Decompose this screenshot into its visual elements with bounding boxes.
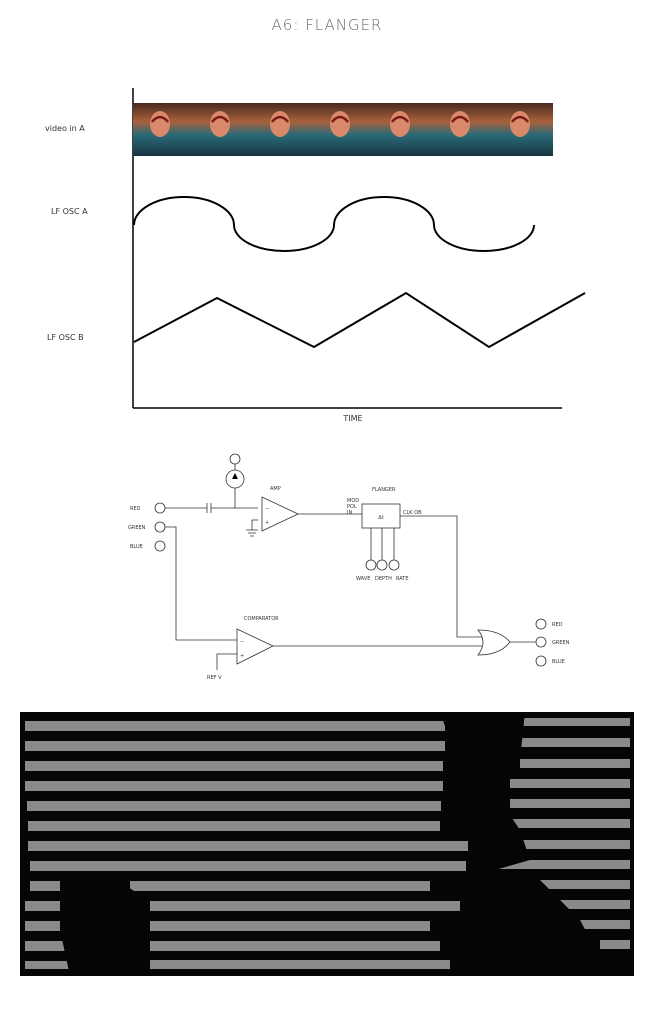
depth-knob[interactable]	[376, 559, 388, 571]
output-image	[20, 712, 634, 976]
potentiometer-arrow-icon	[232, 473, 238, 479]
output-blue-label: BLUE	[552, 659, 565, 665]
silhouette-shadow	[60, 875, 150, 976]
video-frame	[373, 103, 433, 156]
output-green-jack[interactable]	[535, 636, 547, 648]
ref-v-label: REF V	[207, 675, 222, 681]
wave-knob-label: WAVE	[356, 576, 370, 582]
amp-opamp	[261, 496, 299, 532]
flanger-label: FLANGER	[372, 487, 396, 493]
schematic: RED GREEN BLUE AMP − + FLANGER Δt MOD PO…	[128, 453, 570, 681]
input-blue-label: BLUE	[130, 544, 143, 550]
output-image-stripes	[25, 718, 630, 969]
input-blue-jack[interactable]	[154, 540, 166, 552]
output-green-label: GREEN	[552, 640, 570, 646]
depth-knob-label: DEPTH	[375, 576, 392, 582]
flanger-delta-t: Δt	[378, 515, 383, 521]
comparator-minus: −	[240, 639, 244, 645]
input-red-jack[interactable]	[154, 502, 166, 514]
comparator-label: COMPARATOR	[244, 616, 279, 622]
flanger-in-in: IN	[347, 510, 352, 516]
flanger-in-mod: MOD	[347, 498, 359, 504]
bias-knob-jack[interactable]	[229, 453, 241, 465]
row-label-lfo-b: LF OSC B	[47, 333, 84, 342]
amp-label: AMP	[270, 486, 281, 492]
amp-minus: −	[265, 506, 269, 512]
output-blue-jack[interactable]	[535, 655, 547, 667]
flanger-in-pol: POL	[347, 504, 357, 510]
output-red-label: RED	[552, 622, 563, 628]
video-frame	[433, 103, 493, 156]
video-frame	[133, 103, 193, 156]
input-green-label: GREEN	[128, 525, 146, 531]
flanger-out-label: CLK OB	[403, 510, 422, 516]
video-frame	[193, 103, 253, 156]
video-frame	[313, 103, 373, 156]
amp-plus: +	[265, 520, 269, 526]
wave-knob[interactable]	[365, 559, 377, 571]
video-frame	[253, 103, 313, 156]
x-axis-label: TIME	[342, 414, 362, 423]
comparator-plus: +	[240, 653, 244, 659]
comparator-opamp	[236, 628, 274, 665]
output-red-jack[interactable]	[535, 618, 547, 630]
row-label-video: video in A	[45, 124, 85, 133]
lfo-a-waveform	[133, 196, 535, 252]
silhouette-shadow	[455, 870, 610, 976]
input-red-label: RED	[130, 506, 141, 512]
row-label-lfo-a: LF OSC A	[51, 207, 88, 216]
video-frame-strip	[133, 103, 553, 156]
input-green-jack[interactable]	[154, 521, 166, 533]
rate-knob-label: RATE	[396, 576, 409, 582]
video-frame	[493, 103, 553, 156]
silhouette-figure	[440, 712, 530, 870]
ground-icon	[246, 519, 258, 537]
or-gate	[477, 629, 511, 656]
lfo-b-waveform	[133, 291, 586, 349]
rate-knob[interactable]	[388, 559, 400, 571]
page-title: A6: FLANGER	[271, 16, 383, 34]
timing-diagram: video in A LF OSC A LF OSC B TIME	[45, 88, 586, 423]
